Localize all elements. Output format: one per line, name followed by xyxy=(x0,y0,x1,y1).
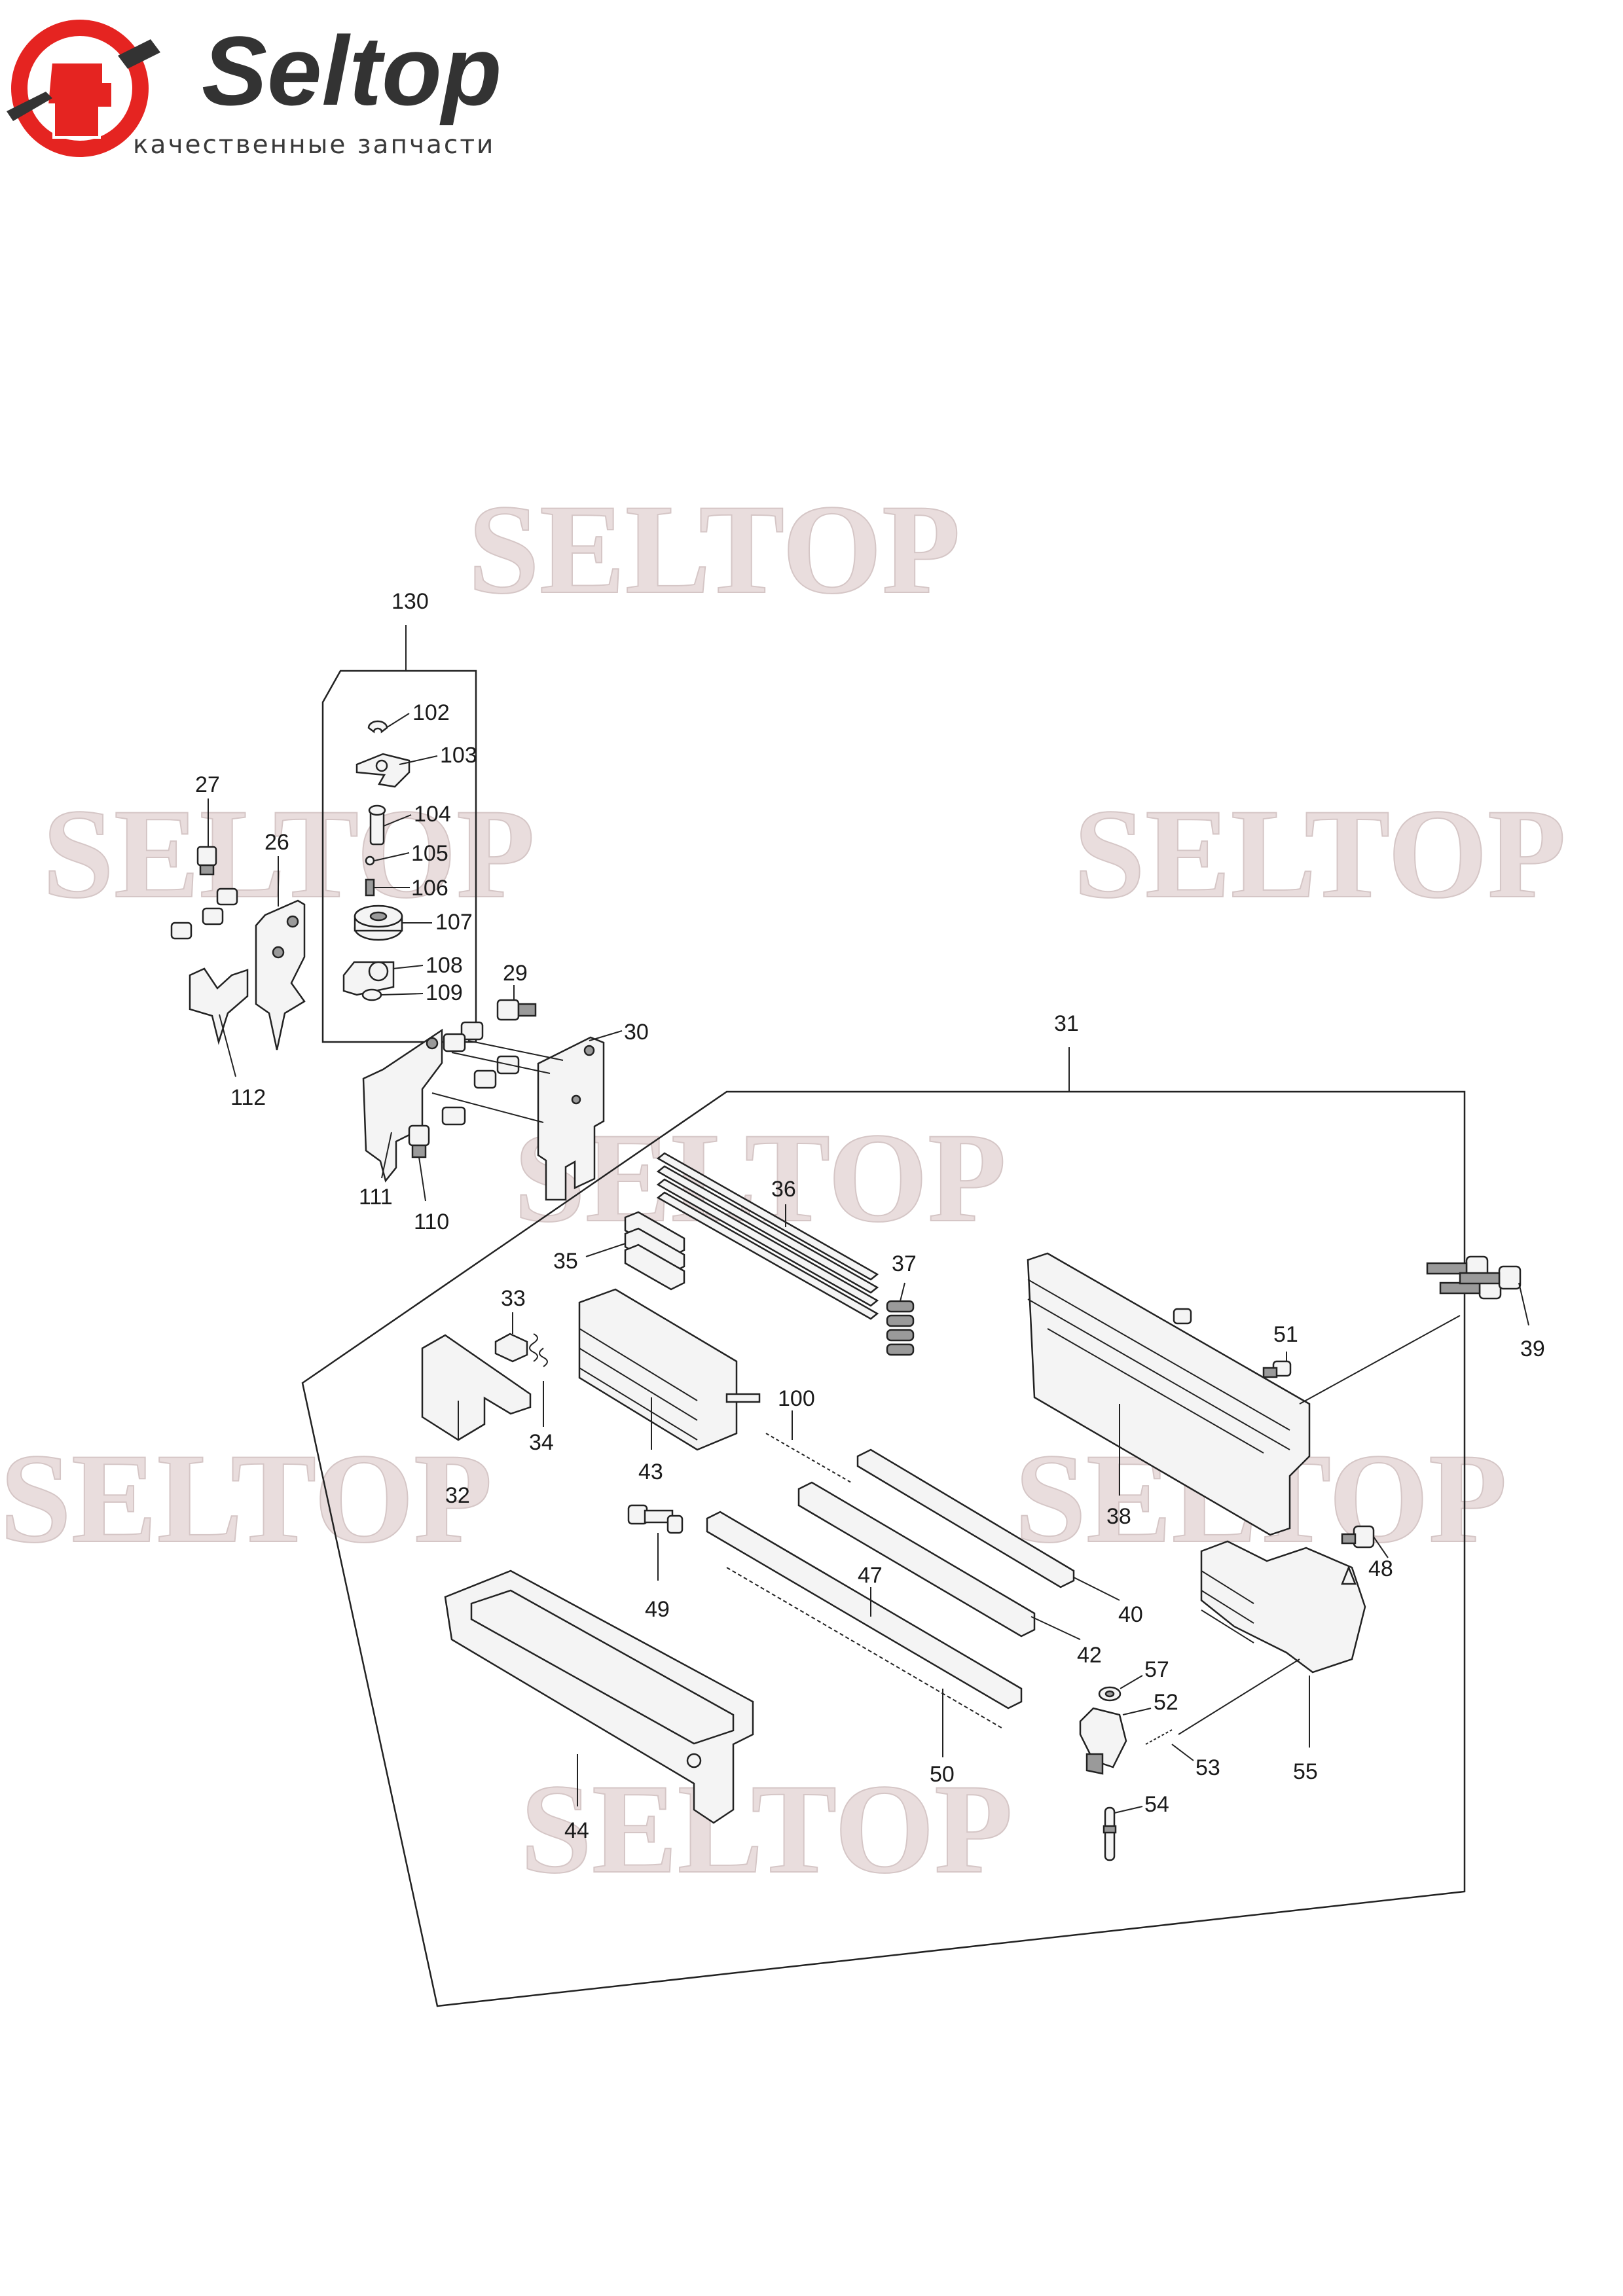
leader-lines xyxy=(208,713,1529,1814)
part-100 xyxy=(765,1433,852,1483)
part-54 xyxy=(1103,1806,1117,1861)
part-104 xyxy=(368,804,386,846)
part-43 xyxy=(578,1288,761,1451)
label-42: 42 xyxy=(1077,1643,1102,1668)
part-109 xyxy=(361,988,382,1001)
label-38: 38 xyxy=(1106,1504,1131,1529)
label-39: 39 xyxy=(1520,1336,1545,1361)
part-102 xyxy=(367,720,388,734)
group-frame-31 xyxy=(301,1090,1466,2007)
label-47: 47 xyxy=(858,1563,883,1588)
label-35: 35 xyxy=(553,1249,578,1274)
label-30: 30 xyxy=(624,1020,649,1045)
part-33 xyxy=(494,1333,528,1363)
part-screws-30 xyxy=(443,1021,520,1089)
label-108: 108 xyxy=(426,953,463,978)
part-30 xyxy=(537,1036,605,1201)
watermark-text: SELTOP xyxy=(468,478,960,620)
label-52: 52 xyxy=(1154,1690,1178,1715)
watermark-text: SELTOP xyxy=(43,783,535,925)
part-53 xyxy=(1145,1729,1173,1745)
part-32 xyxy=(421,1334,532,1441)
logo-fist-icon xyxy=(45,61,114,139)
logo-wrench-icon xyxy=(7,39,160,121)
label-50: 50 xyxy=(930,1762,955,1787)
part-106 xyxy=(365,878,375,897)
part-37 xyxy=(886,1300,915,1356)
part-108 xyxy=(342,961,395,996)
part-26 xyxy=(255,899,306,1050)
part-57 xyxy=(1098,1686,1122,1702)
part-47 xyxy=(706,1511,1023,1710)
label-36: 36 xyxy=(771,1177,796,1202)
part-55 xyxy=(1200,1540,1366,1674)
brand-logo: Seltop качественные запчасти xyxy=(7,16,501,160)
label-32: 32 xyxy=(445,1483,470,1508)
part-51 xyxy=(1173,1308,1292,1378)
label-103: 103 xyxy=(440,743,477,768)
label-33: 33 xyxy=(501,1286,526,1311)
label-27: 27 xyxy=(195,772,220,797)
part-105 xyxy=(365,855,375,866)
label-106: 106 xyxy=(411,876,448,901)
label-112: 112 xyxy=(230,1085,266,1110)
part-111 xyxy=(362,1028,443,1183)
part-42 xyxy=(797,1481,1036,1638)
watermark-text: SELTOP xyxy=(1074,783,1566,925)
label-34: 34 xyxy=(529,1430,554,1455)
label-109: 109 xyxy=(426,980,463,1005)
part-107 xyxy=(354,905,403,941)
part-screws-26 xyxy=(170,888,238,940)
label-54: 54 xyxy=(1144,1792,1169,1817)
label-105: 105 xyxy=(411,841,448,866)
label-43: 43 xyxy=(638,1460,663,1484)
label-44: 44 xyxy=(564,1818,589,1843)
part-103 xyxy=(356,753,410,788)
part-49 xyxy=(627,1504,684,1534)
part-35 xyxy=(624,1211,685,1291)
part-52 xyxy=(1079,1707,1127,1775)
part-44 xyxy=(444,1570,754,1824)
label-51: 51 xyxy=(1273,1322,1298,1347)
label-130: 130 xyxy=(392,589,429,614)
label-104: 104 xyxy=(414,802,451,827)
part-36 xyxy=(656,1152,879,1320)
brand-name: Seltop xyxy=(202,16,501,126)
label-55: 55 xyxy=(1293,1759,1318,1784)
label-49: 49 xyxy=(645,1597,670,1622)
part-39 xyxy=(1426,1255,1522,1300)
label-37: 37 xyxy=(892,1251,917,1276)
group-frame-130 xyxy=(321,670,477,1043)
label-31: 31 xyxy=(1054,1011,1079,1036)
part-38 xyxy=(1027,1252,1311,1536)
part-small-screw-110 xyxy=(441,1106,466,1126)
part-number-labels: 130 102 103 104 105 106 107 108 109 27 2… xyxy=(195,589,1545,1843)
label-107: 107 xyxy=(435,910,473,935)
label-110: 110 xyxy=(414,1210,449,1234)
label-53: 53 xyxy=(1195,1755,1220,1780)
part-34 xyxy=(529,1333,548,1367)
label-57: 57 xyxy=(1144,1657,1169,1682)
part-110 xyxy=(408,1124,430,1158)
part-50 xyxy=(726,1567,1002,1729)
label-102: 102 xyxy=(412,700,450,725)
label-40: 40 xyxy=(1118,1602,1143,1627)
part-48 xyxy=(1341,1525,1375,1549)
label-100: 100 xyxy=(778,1386,815,1411)
part-27 xyxy=(196,846,217,876)
label-26: 26 xyxy=(264,830,289,855)
part-40 xyxy=(856,1448,1075,1588)
part-29 xyxy=(496,999,537,1021)
watermark-text: SELTOP xyxy=(520,1758,1013,1900)
label-48: 48 xyxy=(1368,1556,1393,1581)
label-29: 29 xyxy=(503,961,528,986)
label-111: 111 xyxy=(359,1185,393,1210)
part-112 xyxy=(189,967,249,1045)
watermark-text: SELTOP xyxy=(0,1427,492,1570)
brand-tagline: качественные запчасти xyxy=(133,130,495,160)
